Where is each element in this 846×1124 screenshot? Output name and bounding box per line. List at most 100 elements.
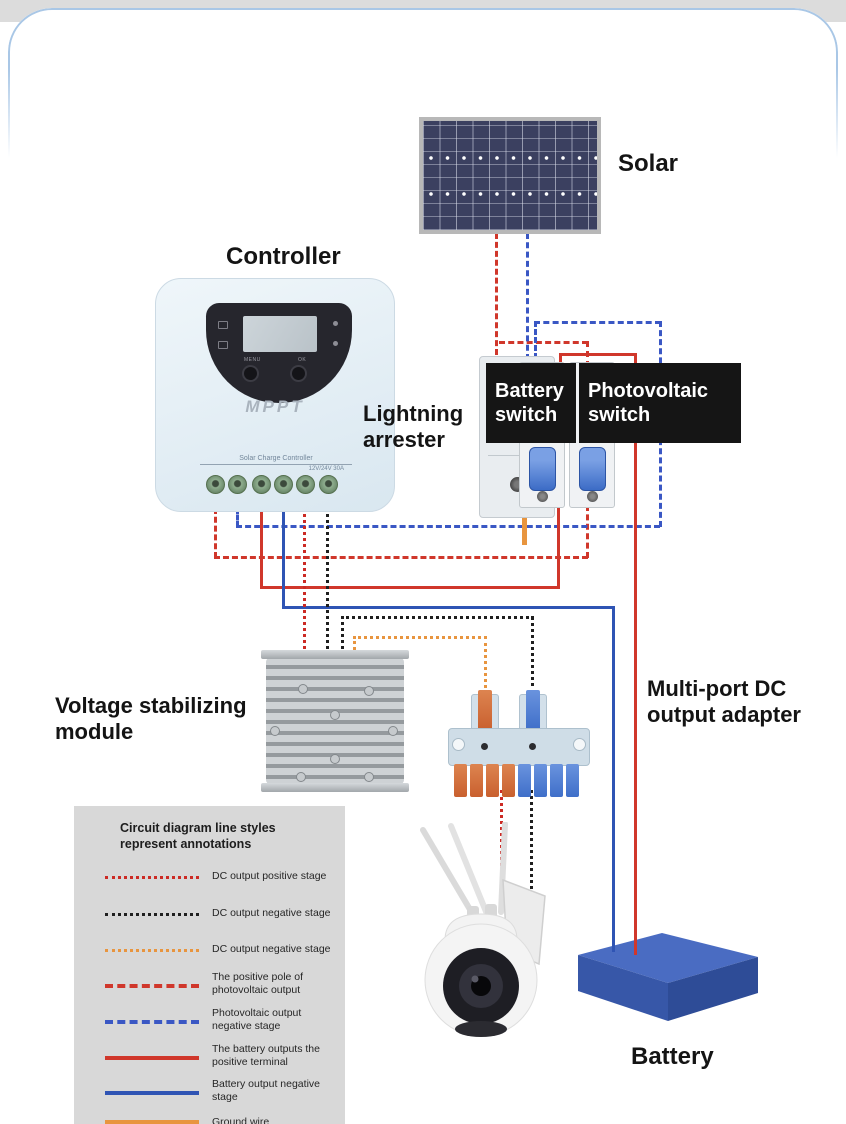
terminal-screw <box>274 475 293 494</box>
wire-dc-negative-to-module <box>326 508 329 655</box>
controller-display-panel: MENU OK <box>206 303 352 403</box>
wire-pv-negative-bottom-run <box>236 525 660 528</box>
connector-lever-blue <box>518 764 531 797</box>
legend-item-label: Battery output negative stage <box>212 1078 320 1104</box>
wire-battery-positive-controller-drop <box>260 508 263 588</box>
lightning-arrester-label: Lightning arrester <box>363 401 464 452</box>
wire-pv-negative-arrester-rise <box>534 321 537 367</box>
legend-box: Circuit diagram line styles represent an… <box>74 806 345 1124</box>
mppt-logo: MPPT <box>245 397 305 416</box>
wire-ground <box>522 503 527 545</box>
wire-dc-orange-module-rise <box>353 636 356 655</box>
connector-lever-blue <box>550 764 563 797</box>
connector-lever-orange <box>478 690 492 730</box>
bulb-indicator-icon <box>333 321 338 326</box>
ok-button <box>290 365 307 382</box>
connector-mount-hole <box>573 738 586 751</box>
menu-button-label: MENU <box>244 357 261 363</box>
battery-image <box>570 925 765 1035</box>
legend-item-label: The battery outputs the positive termina… <box>212 1043 320 1069</box>
wire-battery-negative-run <box>282 606 615 609</box>
wire-battery-negative-to-battery <box>612 606 615 952</box>
solar-busbar-row <box>423 155 597 161</box>
load-status-icon <box>218 341 228 349</box>
wire-pv-positive-switch-out <box>586 505 589 558</box>
module-screw <box>364 772 374 782</box>
legend-line-pv-positive <box>105 984 199 988</box>
module-screw <box>298 684 308 694</box>
module-screw <box>330 710 340 720</box>
battery-label: Battery <box>631 1043 714 1070</box>
legend-line-dc-orange <box>105 949 199 952</box>
legend-item-label: Ground wire <box>212 1116 270 1124</box>
legend-line-dc-negative <box>105 913 199 916</box>
wire-pv-negative-solar-drop <box>526 233 529 360</box>
legend-line-ground <box>105 1120 199 1124</box>
module-screw <box>270 726 280 736</box>
legend-item-label: The positive pole of photovoltaic output <box>212 971 304 997</box>
controller-image: MENU OK MPPT Solar Charge Controller 12V… <box>155 278 395 512</box>
terminal-screw <box>296 475 315 494</box>
connector-block-image <box>448 690 590 797</box>
dc-adapter-label: Multi-port DC output adapter <box>647 676 801 727</box>
breaker-screw <box>587 491 598 502</box>
legend-item-label: DC output negative stage <box>212 907 331 919</box>
ok-button-label: OK <box>298 357 307 363</box>
wire-dc-negative-module-rise <box>341 616 344 655</box>
wire-battery-positive-run <box>260 586 560 589</box>
connector-lever-orange <box>502 764 515 797</box>
terminal-screw <box>319 475 338 494</box>
controller-subtitle-block: Solar Charge Controller 12V/24V 30A <box>200 455 352 472</box>
wire-dc-negative-to-camera <box>530 790 533 895</box>
wire-dc-orange-run <box>353 636 487 639</box>
wire-dc-positive-to-camera <box>500 790 503 878</box>
wire-pv-positive-solar-drop <box>495 233 498 355</box>
legend-title: Circuit diagram line styles represent an… <box>120 821 276 852</box>
connector-lever-blue <box>566 764 579 797</box>
module-screw <box>296 772 306 782</box>
wire-dc-negative-connector-drop <box>531 616 534 694</box>
wire-battery-positive-switch-top <box>559 353 562 365</box>
wire-dc-positive-to-module <box>303 508 306 655</box>
breaker-toggle <box>529 447 556 491</box>
voltage-module-flange <box>261 783 409 792</box>
wire-pv-positive-bottom-run <box>214 556 588 559</box>
voltage-module-image <box>261 650 409 792</box>
wire-battery-negative-controller-drop <box>282 508 285 608</box>
module-screw <box>330 754 340 764</box>
controller-label: Controller <box>226 243 341 270</box>
camera-image <box>405 821 565 1042</box>
wire-pv-negative-top-run <box>534 321 661 324</box>
terminal-screw <box>252 475 271 494</box>
voltage-module-flange <box>261 650 409 659</box>
legend-line-pv-negative <box>105 1020 199 1024</box>
connector-lever-orange <box>486 764 499 797</box>
breaker-toggle <box>579 447 606 491</box>
legend-line-battery-positive <box>105 1056 199 1060</box>
controller-rating: 12V/24V 30A <box>308 466 344 472</box>
voltage-module-label: Voltage stabilizing module <box>55 693 247 744</box>
connector-test-point <box>481 743 488 750</box>
wire-dc-orange-connector-drop <box>484 636 487 694</box>
legend-item-label: DC output positive stage <box>212 870 327 882</box>
wire-battery-positive-switch-rise <box>557 505 560 588</box>
connector-lever-orange <box>454 764 467 797</box>
wire-pv-negative-controller-drop <box>236 508 239 527</box>
wire-battery-positive-loop <box>559 353 637 356</box>
battery-switch-label: Battery switch <box>495 380 564 426</box>
legend-item-label: Photovoltaic output negative stage <box>212 1007 302 1033</box>
wire-pv-positive-top-run <box>499 341 588 344</box>
wire-pv-positive-controller-drop <box>214 508 217 558</box>
wire-battery-positive-to-battery <box>634 353 637 955</box>
solar-panel-image <box>419 117 601 234</box>
arrester-detail-line <box>488 455 546 456</box>
menu-button <box>242 365 259 382</box>
battery-status-icon <box>218 321 228 329</box>
module-screw <box>388 726 398 736</box>
legend-item-label: DC output negative stage <box>212 943 331 955</box>
connector-test-point <box>529 743 536 750</box>
connector-mount-hole <box>452 738 465 751</box>
connector-lever-blue <box>534 764 547 797</box>
voltage-module-fins <box>266 658 404 784</box>
